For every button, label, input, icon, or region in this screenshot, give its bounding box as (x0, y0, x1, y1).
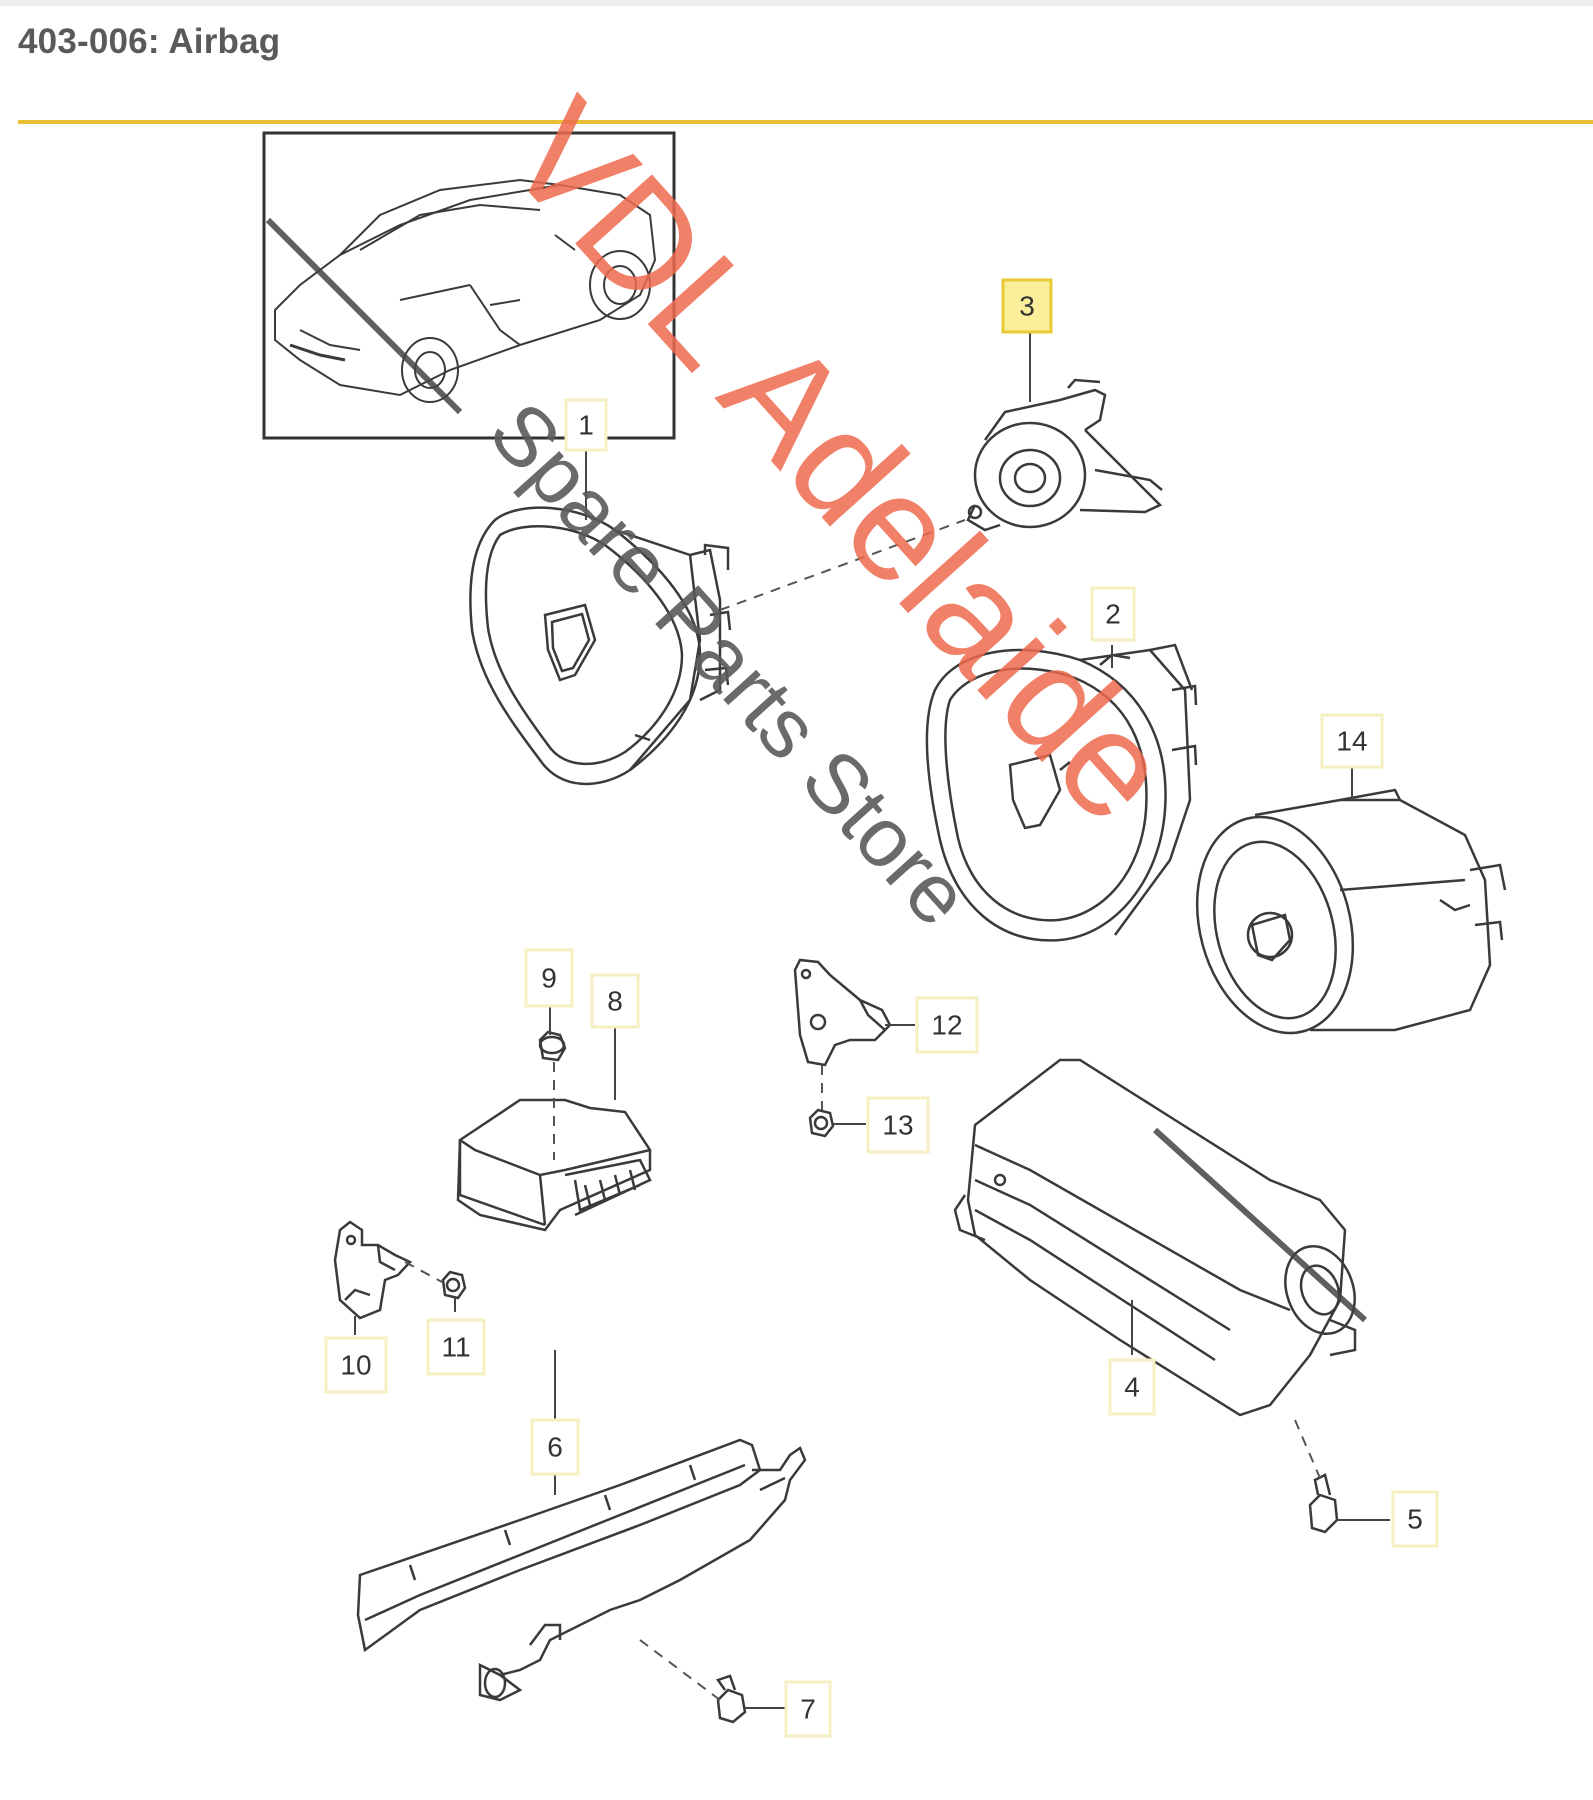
part-12-front-crash-sensor (793, 958, 892, 1067)
callout-12-label: 12 (931, 1010, 962, 1041)
callout-9-label: 9 (541, 963, 557, 994)
assembly-guide-lines (404, 519, 1321, 1701)
callout-11[interactable]: 11 (426, 1318, 486, 1376)
callout-4[interactable]: 4 (1108, 1358, 1156, 1416)
callout-3-label: 3 (1019, 291, 1035, 322)
part-1-steering-wheel-airbag (469, 506, 732, 786)
callout-3[interactable]: 3 (1001, 278, 1053, 334)
part-10-crash-sensor (333, 1220, 413, 1320)
callout-10[interactable]: 10 (324, 1336, 388, 1394)
part-11-nut (441, 1270, 467, 1300)
top-strip (0, 0, 1593, 6)
part-13-nut (808, 1108, 835, 1138)
callout-5-label: 5 (1407, 1504, 1423, 1535)
callout-13-label: 13 (882, 1110, 913, 1141)
title-underline (18, 120, 1593, 124)
part-7-bolt (716, 1674, 747, 1724)
callout-8-label: 8 (607, 986, 623, 1017)
callout-6[interactable]: 6 (530, 1418, 580, 1476)
callout-8[interactable]: 8 (590, 973, 640, 1029)
callout-1[interactable]: 1 (564, 398, 608, 452)
callout-14-label: 14 (1336, 726, 1367, 757)
callout-2-label: 2 (1105, 599, 1121, 630)
part-14-passenger-airbag-module (1195, 788, 1507, 1035)
callout-12[interactable]: 12 (915, 996, 979, 1054)
page-title: 403-006: Airbag (18, 22, 281, 61)
callout-10-label: 10 (340, 1350, 371, 1381)
part-9-nut (538, 1030, 567, 1062)
part-3-clock-spring (966, 378, 1163, 532)
callout-14[interactable]: 14 (1320, 713, 1384, 769)
part-4-knee-airbag (953, 1058, 1357, 1417)
callout-6-label: 6 (547, 1432, 563, 1463)
callout-7[interactable]: 7 (784, 1680, 832, 1738)
callout-4-label: 4 (1124, 1372, 1140, 1403)
part-6-curtain-airbag (356, 1438, 807, 1702)
callout-13[interactable]: 13 (866, 1096, 930, 1154)
part-2-steering-airbag-module (925, 643, 1198, 942)
callout-2[interactable]: 2 (1090, 586, 1136, 642)
callout-9[interactable]: 9 (524, 948, 574, 1008)
part-8-airbag-control-unit (456, 1098, 652, 1232)
callout-1-label: 1 (578, 410, 594, 441)
part-5-bolt (1308, 1473, 1339, 1534)
callout-11-label: 11 (441, 1332, 470, 1363)
callout-5[interactable]: 5 (1391, 1490, 1439, 1548)
callout-7-label: 7 (800, 1694, 816, 1725)
